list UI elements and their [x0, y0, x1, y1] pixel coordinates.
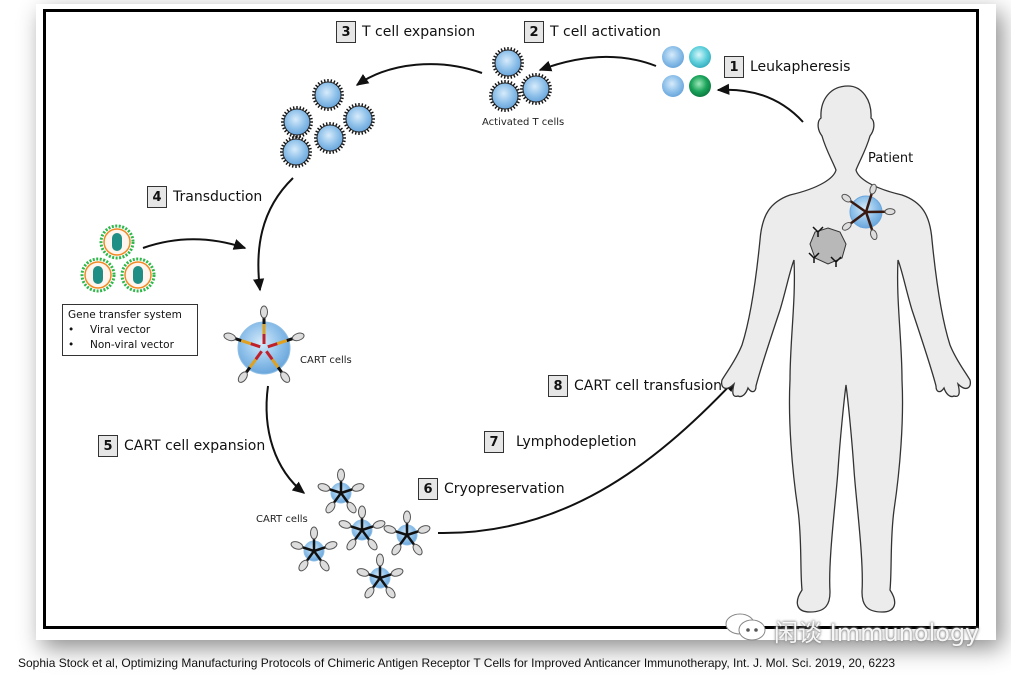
step-label: T cell activation: [550, 24, 661, 40]
car-receptor: [848, 199, 867, 214]
car-receptor: [864, 192, 874, 213]
step-number-badge: 5: [98, 435, 118, 457]
arrow-cart-to-expansion: [265, 385, 306, 494]
step-label: CART cell transfusion: [574, 378, 723, 394]
tumor-cell: [809, 227, 847, 265]
arrow-leukapheresis-to-activation: [538, 55, 657, 72]
step-5-cart-cell-expansion: 5 CART cell expansion: [98, 435, 265, 457]
step-label: Transduction: [173, 189, 263, 205]
tumor-antigen: [808, 252, 820, 263]
cart-cell: [317, 468, 365, 514]
watermark-text: 闲谈 Immunology: [774, 618, 980, 647]
step-label: Cryopreservation: [444, 481, 565, 497]
watermark: 闲谈 Immunology: [724, 612, 979, 648]
figure-caption: Sophia Stock et al, Optimizing Manufactu…: [18, 656, 896, 670]
step-number-badge: 1: [724, 56, 744, 78]
patient-body-silhouette: [720, 85, 972, 613]
cart-cell: [338, 505, 386, 551]
arrow-vector-to-cart: [142, 238, 247, 250]
cart-cell: [383, 510, 431, 556]
leukapheresis-cells: [662, 46, 711, 97]
arrow-patient-to-leukapheresis: [716, 83, 804, 123]
step-2-t-cell-activation: 2 T cell activation: [524, 21, 661, 43]
step-8-cart-cell-transfusion: 8 CART cell transfusion: [548, 375, 722, 397]
viral-vector: [80, 257, 116, 293]
activated-t-cell: [520, 73, 552, 105]
arrow-expansion-to-transduction: [253, 177, 294, 292]
step-label: CART cell expansion: [124, 438, 266, 454]
step-1-leukapheresis: 1 Leukapheresis: [724, 56, 850, 78]
step-number-badge: 3: [336, 21, 356, 43]
patient-label: Patient: [868, 151, 914, 166]
arrow-activation-to-expansion: [355, 63, 483, 86]
step-4-transduction: 4 Transduction: [147, 186, 262, 208]
wechat-icon: [724, 612, 768, 648]
tumor-antigen: [830, 256, 842, 267]
activated-t-cell: [489, 80, 521, 112]
step-number-badge: 4: [147, 186, 167, 208]
car-receptor: [849, 210, 867, 225]
car-receptor: [864, 211, 874, 232]
gene-transfer-title: Gene transfer system: [68, 309, 182, 321]
activated-t-cell: [492, 47, 524, 79]
step-number-badge: 6: [418, 478, 438, 500]
viral-vector: [99, 224, 135, 260]
step-3-t-cell-expansion: 3 T cell expansion: [336, 21, 475, 43]
gene-transfer-item: •Viral vector: [68, 324, 151, 336]
step-7-lymphodepletion: 7 Lymphodepletion: [484, 431, 636, 453]
step-label: Leukapheresis: [750, 59, 851, 75]
arrow-cryo-to-patient: [437, 378, 736, 535]
gene-transfer-item: •Non-viral vector: [68, 339, 174, 351]
viral-vector: [120, 257, 156, 293]
activated-t-cell: [281, 106, 313, 138]
step-number-badge: 2: [524, 21, 544, 43]
cart-cell: [290, 526, 338, 572]
activated-t-cell: [314, 122, 346, 154]
activated-t-cell: [312, 79, 344, 111]
activated-t-cells-label: Activated T cells: [482, 117, 565, 128]
step-number-badge: 8: [548, 375, 568, 397]
step-6-cryopreservation: 6 Cryopreservation: [418, 478, 565, 500]
gene-transfer-system-box: Gene transfer system •Viral vector •Non-…: [62, 304, 198, 356]
step-label: T cell expansion: [362, 24, 476, 40]
step-number-badge: 7: [484, 431, 504, 453]
tumor-antigen: [812, 226, 824, 237]
cart-cells-group-label: CART cells: [256, 514, 308, 525]
cart-cells-label: CART cells: [300, 355, 352, 366]
cart-cell: [223, 305, 305, 383]
activated-t-cell: [280, 136, 312, 168]
step-label: Lymphodepletion: [516, 434, 637, 450]
cart-cell: [356, 553, 404, 599]
activated-t-cell: [343, 103, 375, 135]
